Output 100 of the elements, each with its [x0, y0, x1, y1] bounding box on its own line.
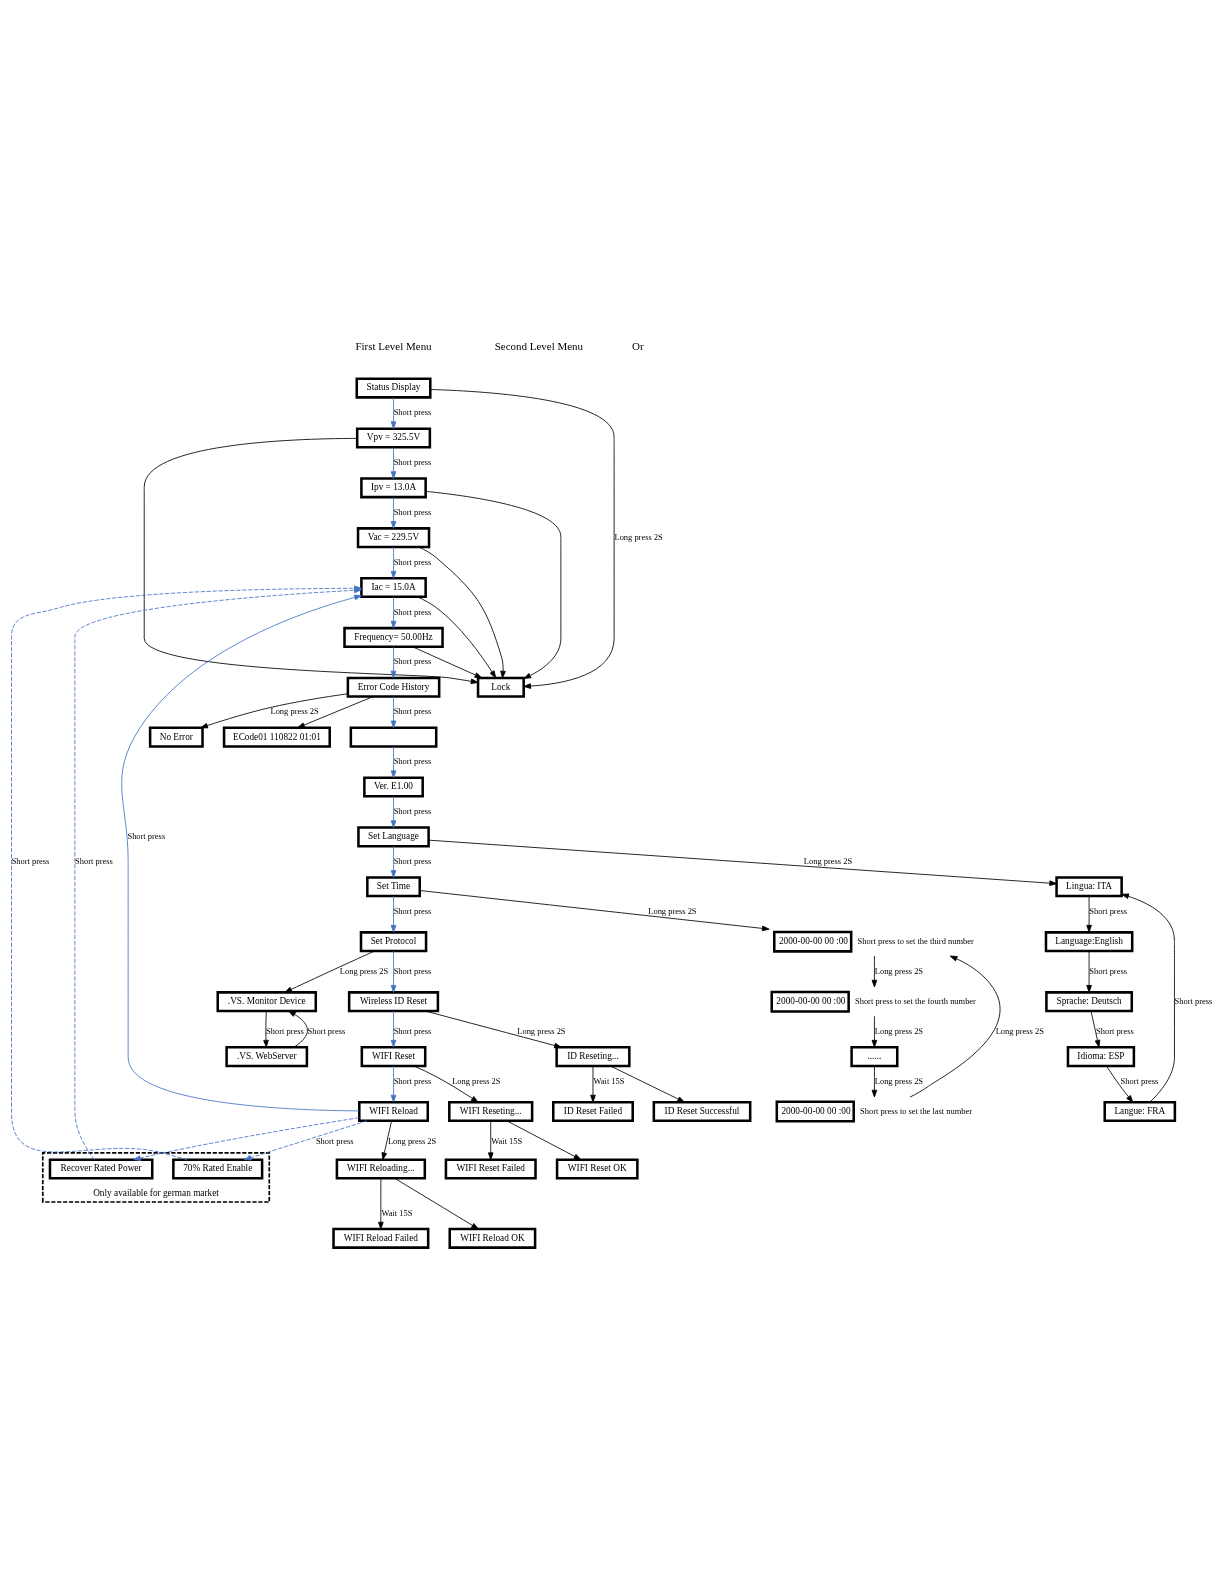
node-box: 2000-00-00 00 :00 — [775, 1100, 855, 1123]
arrow — [390, 596, 397, 628]
arrow — [871, 1015, 878, 1048]
arrow — [390, 546, 397, 579]
node-label: Short press to set the third number — [857, 935, 974, 946]
node-box: ...... — [850, 1045, 899, 1067]
edge-label: Long press 2S — [874, 1075, 924, 1086]
edge-label: Short press — [393, 755, 432, 766]
edge-label: Long press 2S — [614, 531, 663, 542]
edge-label: Short press — [393, 1025, 432, 1036]
edge-label: Short press — [1089, 965, 1127, 976]
node-box: WIFI Reload OK — [448, 1227, 537, 1249]
node-box: .VS. Monitor Device — [216, 990, 318, 1012]
node-box: WIFI Reset — [360, 1045, 427, 1067]
arrow — [200, 692, 349, 728]
arrow — [487, 1119, 494, 1160]
arrow — [590, 1065, 596, 1102]
node-box: Langue: FRA — [1103, 1100, 1177, 1122]
node-box: Lock — [476, 676, 525, 698]
arrow — [909, 955, 1001, 1098]
node-box: Error Code History — [346, 676, 441, 698]
edge-label: Short press — [393, 905, 432, 916]
arrow — [378, 1177, 384, 1229]
arrow — [263, 1010, 269, 1047]
arrow — [390, 895, 397, 933]
node-box: Set Protocol — [359, 930, 428, 952]
node-box: Vac = 229.5V — [356, 526, 431, 548]
arrow — [381, 1119, 393, 1160]
node-box: ECode01 110822 01:01 — [222, 726, 331, 748]
edge-label: Long press 2S — [803, 855, 853, 866]
arrow — [1090, 1010, 1101, 1047]
node-box: WIFI Reloading... — [335, 1157, 427, 1180]
edge-label: Short press — [393, 805, 432, 816]
edge-label: Long press 2S — [517, 1025, 566, 1036]
arrow — [430, 388, 615, 689]
label: Or — [631, 339, 644, 352]
arrow — [394, 1177, 479, 1229]
edge-label: Long press 2S — [648, 905, 697, 916]
node-box: Vpv = 325.5V — [355, 426, 432, 448]
edge-label: Short press — [393, 705, 432, 716]
arrow — [871, 955, 878, 987]
node-box: ID Reset Failed — [552, 1100, 634, 1122]
arrow — [390, 396, 397, 429]
node-box: Recover Rated Power — [48, 1157, 154, 1180]
node-box: Sprache: Deutsch — [1045, 990, 1134, 1012]
label: First Level Menu — [355, 339, 432, 352]
edge-label: Wait 15S — [491, 1135, 523, 1146]
node-box: Language:English — [1044, 930, 1134, 952]
edge-label: Short press — [266, 1025, 304, 1036]
node-box: Wireless ID Reset — [347, 990, 440, 1012]
node-box: Ipv = 13.0A — [360, 476, 427, 498]
edge-label: Long press 2S — [452, 1075, 501, 1086]
node-box: 2000-00-00 00 :00 — [770, 990, 850, 1013]
edge-label: Short press — [393, 406, 432, 417]
arrow — [390, 695, 397, 728]
arrow — [297, 695, 374, 728]
node-label: Short press to set the fourth number — [854, 995, 976, 1006]
edge-label: Short press — [1096, 1025, 1134, 1036]
edge-label: Short press — [75, 855, 113, 866]
edge-label: Long press 2S — [387, 1135, 437, 1146]
arrow — [390, 795, 397, 828]
node-box: Frequency= 50.00Hz — [343, 626, 444, 648]
arrow — [412, 645, 483, 678]
edge-label: Short press — [127, 830, 166, 841]
node-box: Status Display — [355, 377, 432, 399]
node-box: No Error — [148, 726, 204, 748]
arrow — [418, 546, 506, 678]
arrow — [424, 1010, 562, 1048]
edge-label: Short press — [393, 655, 432, 666]
arrow — [506, 1119, 582, 1160]
arrow — [413, 1065, 479, 1103]
edge-label: Short press — [1089, 905, 1127, 916]
arrow — [1086, 950, 1092, 993]
arrow — [1086, 895, 1092, 933]
edge-label: Short press — [393, 965, 432, 976]
node-box: ID Reseting... — [555, 1045, 631, 1067]
arrow — [143, 437, 479, 684]
edge-label: Short press — [393, 606, 432, 617]
arrow — [428, 839, 1057, 886]
arrow — [1106, 1065, 1134, 1103]
edge-label: Short press — [393, 1075, 432, 1086]
edge-label: Short press — [393, 506, 432, 517]
arrow — [610, 1065, 685, 1103]
node-box: WIFI Reload Failed — [332, 1227, 430, 1249]
arrow — [390, 1065, 397, 1102]
edge-label: Wait 15S — [593, 1075, 625, 1086]
node-box: Lingua: ITA — [1055, 875, 1123, 897]
arrow — [871, 1065, 878, 1097]
arrow — [390, 496, 397, 529]
edge-label: Long press 2S — [270, 705, 319, 716]
node-box: ID Reset Successful — [652, 1100, 752, 1122]
arrow — [390, 745, 397, 778]
arrow — [284, 950, 376, 993]
node-label: Short press to set the last number — [860, 1105, 973, 1116]
edge-label: Short press — [393, 855, 432, 866]
label: Second Level Menu — [494, 339, 584, 352]
edge-label: Long press 2S — [874, 965, 924, 976]
edge-label: Wait 15S — [381, 1207, 413, 1217]
node-box: .VS. WebServer — [225, 1045, 309, 1067]
edge-label: Short press — [393, 556, 432, 567]
